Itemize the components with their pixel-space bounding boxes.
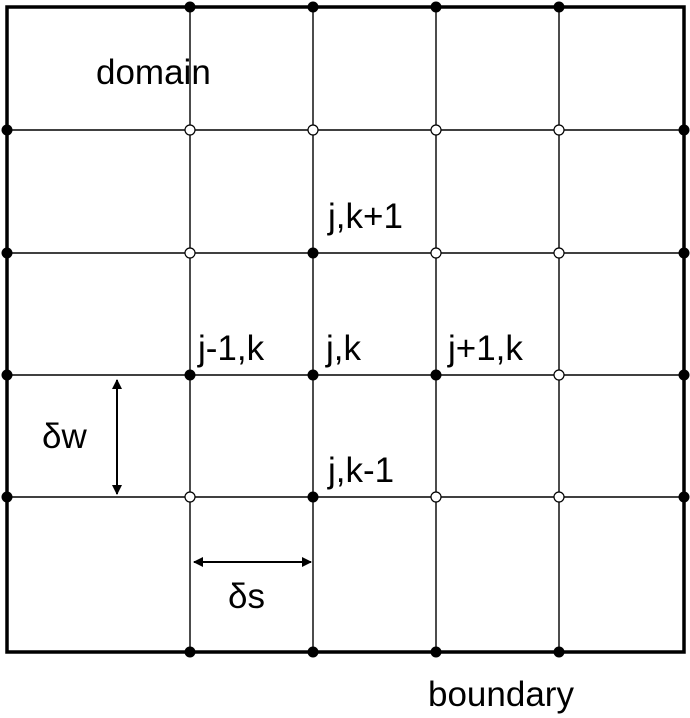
open-node-marker <box>430 124 442 136</box>
stencil-node-marker <box>430 369 442 381</box>
boundary-node-marker <box>678 491 690 503</box>
open-node-marker <box>184 124 196 136</box>
boundary-node-marker <box>307 1 319 13</box>
delta-s-label: δs <box>228 577 265 616</box>
boundary-node-marker <box>678 247 690 259</box>
boundary-node-marker <box>553 1 565 13</box>
boundary-node-marker <box>553 646 565 658</box>
boundary-node-marker <box>1 247 13 259</box>
stencil-node-marker <box>307 369 319 381</box>
boundary-node-marker <box>1 124 13 136</box>
open-node-marker <box>184 247 196 259</box>
open-node-marker <box>307 124 319 136</box>
open-node-marker <box>553 247 565 259</box>
domain-label: domain <box>96 53 211 92</box>
delta-w-label: δw <box>42 417 87 456</box>
grid-nodes <box>1 1 690 658</box>
boundary-node-marker <box>307 646 319 658</box>
boundary-node-marker <box>430 1 442 13</box>
open-node-marker <box>553 369 565 381</box>
stencil-node-marker <box>184 369 196 381</box>
boundary-node-marker <box>430 646 442 658</box>
open-node-marker <box>430 247 442 259</box>
boundary-label: boundary <box>428 675 574 714</box>
node-label-j-k-minus-1: j,k-1 <box>327 451 394 490</box>
open-node-marker <box>430 491 442 503</box>
open-node-marker <box>184 491 196 503</box>
node-label-j-k-plus-1: j,k+1 <box>327 197 403 236</box>
boundary-node-marker <box>678 369 690 381</box>
boundary-rectangle <box>5 5 686 654</box>
node-label-j-k: j,k <box>325 329 362 368</box>
stencil-node-marker <box>307 247 319 259</box>
stencil-node-marker <box>307 491 319 503</box>
boundary-node-marker <box>184 1 196 13</box>
boundary-node-marker <box>1 369 13 381</box>
boundary-node-marker <box>1 491 13 503</box>
grid-lines <box>7 7 684 652</box>
open-node-marker <box>553 491 565 503</box>
open-node-marker <box>553 124 565 136</box>
boundary-node-marker <box>678 124 690 136</box>
node-label-j-minus-1-k: j-1,k <box>197 329 265 368</box>
node-label-j-plus-1-k: j+1,k <box>447 329 523 368</box>
boundary-node-marker <box>184 646 196 658</box>
